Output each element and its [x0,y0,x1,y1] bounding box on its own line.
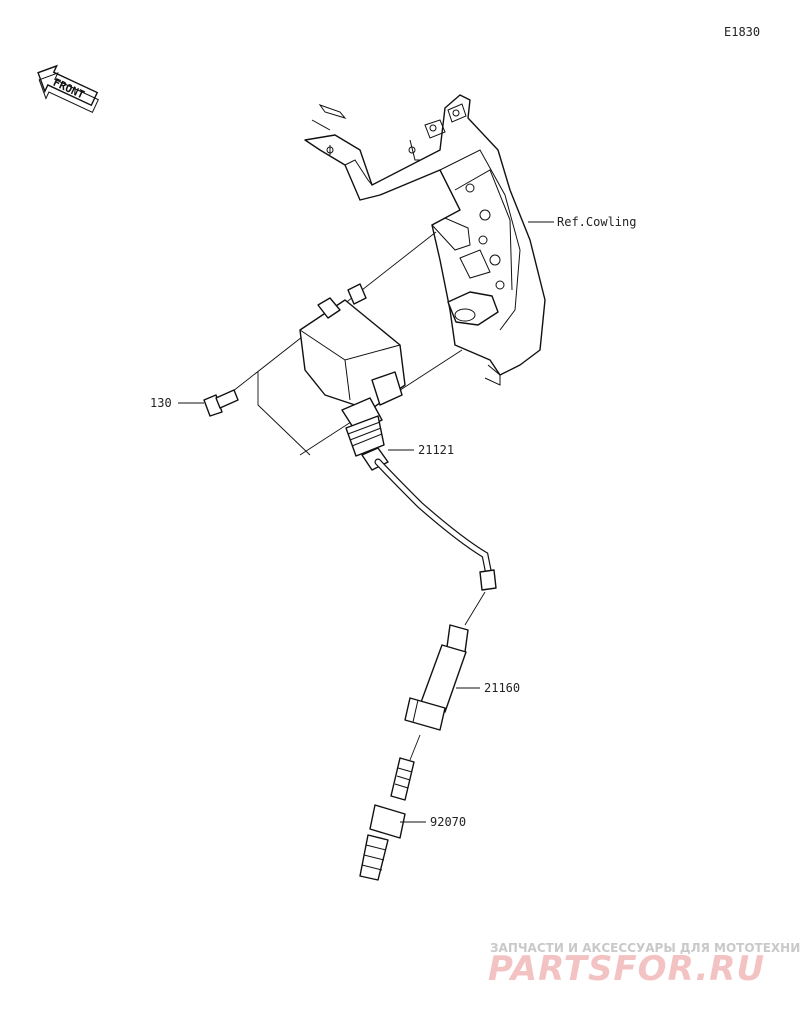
watermark-brand: PARTSFOR.RU [488,949,765,989]
label-spark-plug: 92070 [430,815,466,829]
spark-plug [359,757,415,881]
front-arrow-icon: FRONT [37,64,99,114]
spark-plug-cap [404,624,469,731]
diagram-code: E1830 [724,25,760,39]
watermark-tagline: ЗАПЧАСТИ И АКСЕССУАРЫ ДЛЯ МОТОТЕХНИКИ [490,941,800,955]
label-plug-cap: 21160 [484,681,520,695]
bolt [203,389,239,417]
ignition-coil [299,283,406,471]
label-bolt: 130 [150,396,172,410]
label-ignition-coil: 21121 [418,443,454,457]
label-ref-cowling: Ref.Cowling [557,215,636,229]
bracket [304,94,546,386]
